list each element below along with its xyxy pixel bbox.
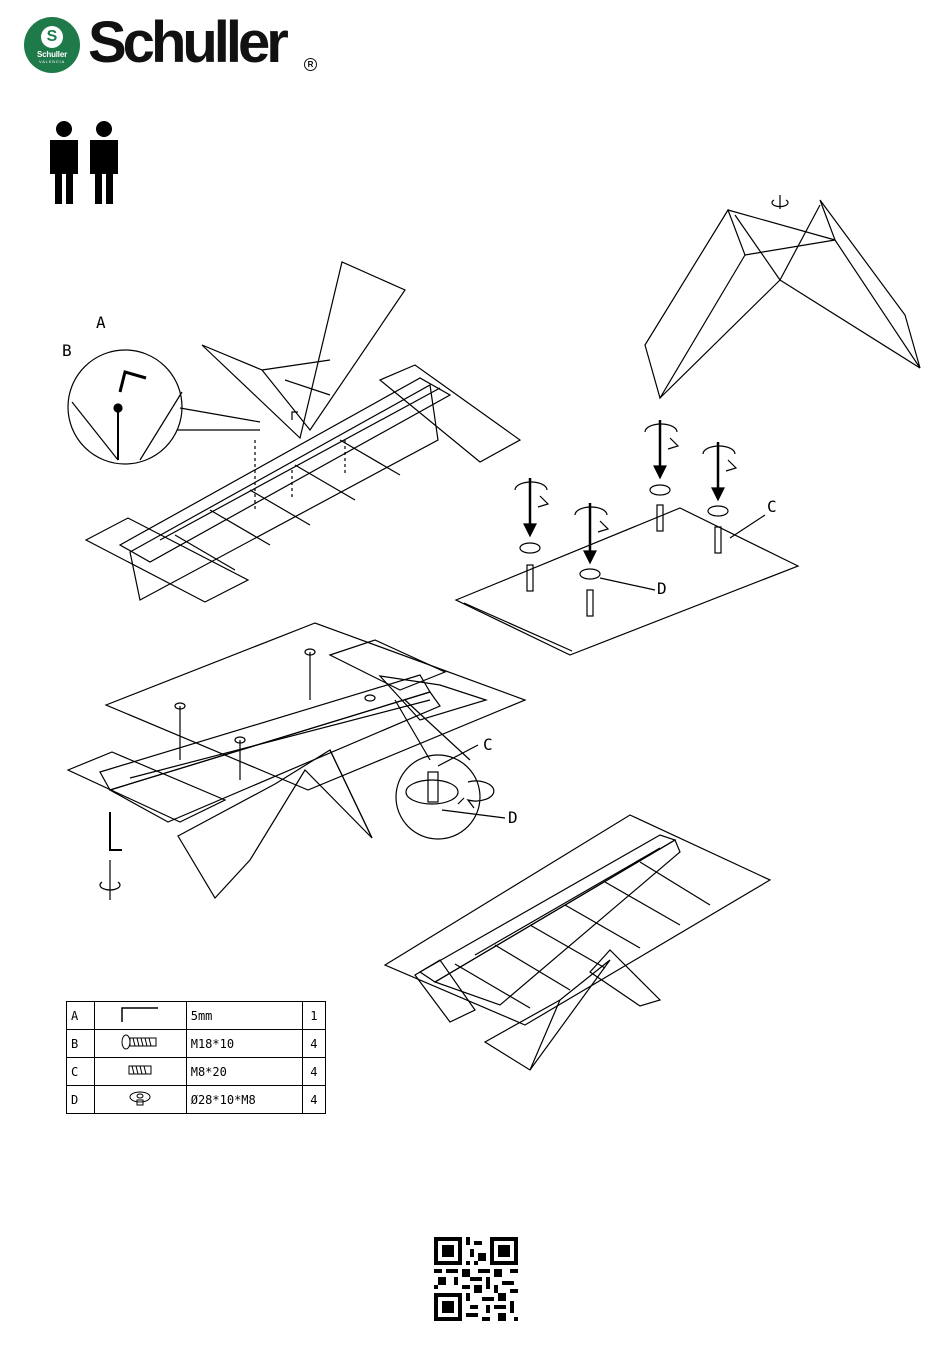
bolt-icon — [95, 1030, 187, 1058]
qr-code-icon — [434, 1237, 518, 1321]
table-row: D Ø28*10*M8 4 — [67, 1086, 326, 1114]
table-row: B M18*10 4 — [67, 1030, 326, 1058]
part-code: A — [67, 1002, 95, 1030]
callout-A-step1: A — [96, 313, 106, 332]
part-code: D — [67, 1086, 95, 1114]
part-code: C — [67, 1058, 95, 1086]
step1-frame-drawing — [68, 262, 520, 602]
part-spec: M8*20 — [186, 1058, 302, 1086]
part-qty: 4 — [302, 1030, 325, 1058]
callout-C-step2: C — [767, 497, 777, 516]
part-spec: 5mm — [186, 1002, 302, 1030]
part-code: B — [67, 1030, 95, 1058]
callout-C-step3: C — [483, 735, 493, 754]
table-row: A 5mm 1 — [67, 1002, 326, 1030]
callout-D-step2: D — [657, 579, 667, 598]
part-qty: 4 — [302, 1086, 325, 1114]
callout-B-step1: B — [62, 341, 72, 360]
glass-pad-icon — [95, 1086, 187, 1114]
part-spec: Ø28*10*M8 — [186, 1086, 302, 1114]
parts-table: A 5mm 1 B M18*10 4 C M8*20 4 D — [66, 1001, 326, 1114]
part-spec: M18*10 — [186, 1030, 302, 1058]
step4-completed-drawing — [385, 815, 770, 1070]
two-person-icon — [50, 121, 118, 204]
screw-icon — [95, 1058, 187, 1086]
table-row: C M8*20 4 — [67, 1058, 326, 1086]
callout-D-step3: D — [508, 808, 518, 827]
step2-legs-drawing — [645, 195, 920, 398]
step2-glass-drawing — [456, 420, 798, 655]
part-qty: 4 — [302, 1058, 325, 1086]
allen-key-icon — [95, 1002, 187, 1030]
part-qty: 1 — [302, 1002, 325, 1030]
pad-group — [520, 485, 728, 616]
step3-assembly-drawing — [68, 623, 525, 900]
